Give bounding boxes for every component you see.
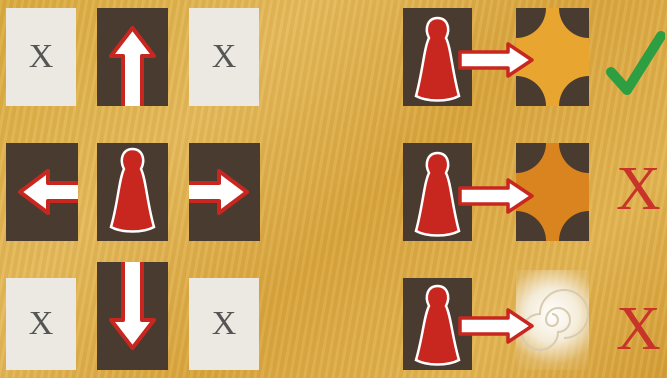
dark-tile-top: [97, 8, 168, 106]
blocked-tile-bottom-right: X: [189, 278, 259, 370]
arrow-right-icon: [458, 306, 534, 346]
dark-tile-bottom: [97, 262, 168, 370]
dark-tile-left: [6, 143, 78, 241]
arrow-right-icon: [458, 176, 534, 216]
blocked-label: X: [212, 38, 237, 76]
arrow-up-icon: [97, 8, 168, 106]
blocked-tile-top-left: X: [6, 8, 76, 106]
fail-mark-2: X: [616, 298, 661, 360]
pawn-icon: [97, 143, 168, 241]
blocked-label: X: [29, 305, 54, 343]
arrow-left-icon: [6, 143, 78, 241]
blocked-tile-top-right: X: [189, 8, 259, 106]
dark-tile-right: [189, 143, 260, 241]
blocked-tile-bottom-left: X: [6, 278, 76, 370]
dark-tile-center: [97, 143, 168, 241]
arrow-right-icon: [189, 143, 260, 241]
arrow-down-icon: [97, 262, 168, 370]
arrow-right-icon: [458, 40, 534, 80]
check-icon: [605, 28, 665, 98]
blocked-label: X: [29, 38, 54, 76]
blocked-label: X: [212, 305, 237, 343]
fail-mark-1: X: [616, 158, 661, 220]
